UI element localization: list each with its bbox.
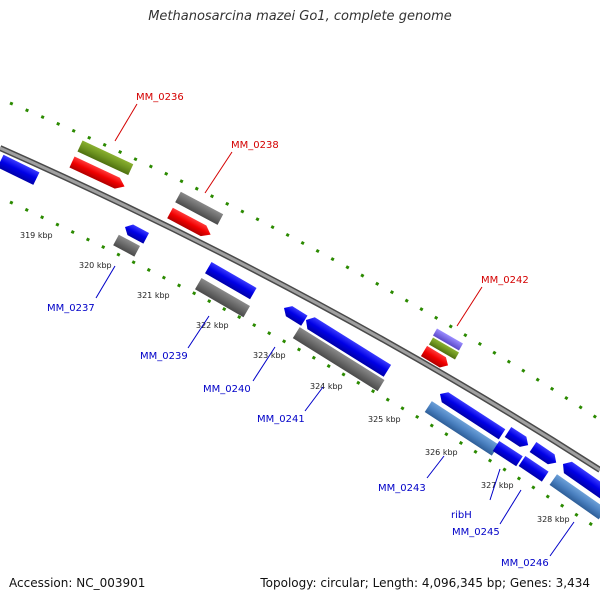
leader-line (426, 455, 445, 479)
map-title: Methanosarcina mazei Go1, complete genom… (148, 9, 452, 24)
gene-feature (563, 461, 600, 499)
gene-feature (195, 277, 250, 318)
gene-label-mm-0241: MM_0241 (257, 414, 305, 425)
leader-line (499, 489, 522, 525)
gene-feature (440, 392, 506, 440)
gene-feature (113, 234, 141, 257)
gene-feature (420, 345, 449, 368)
gene-feature (69, 156, 125, 189)
tick-label: 326 kbp (425, 448, 458, 457)
tick-label: 322 kbp (196, 321, 229, 330)
leader-line (549, 521, 575, 557)
gene-feature (0, 154, 40, 185)
accession-text: Accession: NC_003901 (9, 576, 146, 590)
gene-feature (492, 440, 523, 467)
leader-line (252, 346, 276, 382)
gene-feature (77, 140, 134, 176)
leader-line (489, 468, 501, 501)
tick-label: 327 kbp (481, 481, 514, 490)
gene-label-mm-0245: MM_0245 (452, 527, 500, 538)
gene-feature (518, 456, 549, 482)
leader-line (114, 103, 138, 142)
gene-feature (175, 191, 224, 225)
gene-feature (529, 442, 557, 465)
tick-label: 320 kbp (79, 261, 112, 270)
leader-line (187, 315, 210, 349)
gene-feature (125, 224, 150, 244)
leader-line (304, 386, 324, 412)
gene-feature (306, 317, 392, 377)
tick-label: 328 kbp (537, 515, 570, 524)
gene-feature (549, 474, 600, 520)
gene-feature (167, 207, 211, 237)
gene-feature (429, 337, 459, 360)
gene-label-ribh: ribH (451, 510, 472, 521)
gene-feature (292, 327, 385, 392)
tick-label: 325 kbp (368, 415, 401, 424)
gene-label-mm-0237: MM_0237 (47, 303, 95, 314)
genome-backbone-highlight (0, 146, 600, 472)
gene-feature (433, 328, 463, 351)
gene-label-mm-0240: MM_0240 (203, 384, 251, 395)
gene-label-mm-0239: MM_0239 (140, 351, 188, 362)
leader-line (95, 265, 116, 299)
leader-line (204, 151, 233, 194)
gene-feature (504, 426, 529, 447)
gene-label-mm-0243: MM_0243 (378, 483, 426, 494)
gene-label-mm-0242: MM_0242 (481, 275, 529, 286)
topology-summary-text: Topology: circular; Length: 4,096,345 bp… (260, 576, 590, 590)
tick-label: 319 kbp (20, 231, 53, 240)
gene-feature (284, 306, 308, 326)
gene-label-mm-0246: MM_0246 (501, 558, 549, 569)
tick-label: 321 kbp (137, 291, 170, 300)
leader-line (456, 286, 483, 327)
gene-feature (205, 261, 257, 300)
gene-label-mm-0236: MM_0236 (136, 92, 184, 103)
inner-guide-ring (9, 200, 600, 532)
gene-label-mm-0238: MM_0238 (231, 140, 279, 151)
tick-label: 324 kbp (310, 382, 343, 391)
gene-feature (424, 401, 499, 456)
